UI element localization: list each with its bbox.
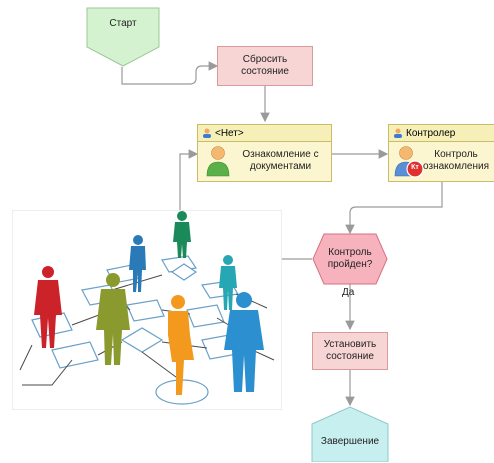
person-blue-large bbox=[224, 292, 264, 392]
controller-badge: Кт bbox=[411, 164, 419, 171]
task-title: Контроль ознакомления bbox=[423, 148, 489, 172]
branch-yes-label: Да bbox=[342, 287, 355, 298]
user-icon bbox=[206, 146, 230, 177]
start-node bbox=[86, 7, 160, 67]
finish-node bbox=[311, 406, 389, 462]
decision-node bbox=[312, 233, 388, 285]
task-header: Контролер bbox=[389, 125, 494, 142]
person-orange bbox=[168, 295, 194, 395]
task-assignee: Контролер bbox=[406, 127, 456, 139]
controller-icon bbox=[394, 146, 424, 178]
reset-state-node: Сбросить состояние bbox=[217, 46, 313, 86]
person-olive bbox=[96, 273, 130, 365]
start-label: Старт bbox=[109, 18, 137, 29]
person-red bbox=[34, 266, 62, 348]
finish-label: Завершение bbox=[320, 436, 380, 447]
connector-start-reset bbox=[121, 61, 219, 85]
task-assignee: <Нет> bbox=[215, 127, 244, 139]
task-review-control: Контролер Кт Контроль ознакомления bbox=[388, 124, 494, 182]
set-state-node: Установить состояние bbox=[312, 332, 388, 370]
decision-label: Контроль пройден? bbox=[327, 247, 373, 270]
task-header: <Нет> bbox=[198, 125, 331, 142]
user-small-icon bbox=[393, 128, 403, 138]
person-teal bbox=[219, 255, 237, 310]
person-green bbox=[173, 211, 191, 258]
person-blue-small bbox=[129, 235, 146, 292]
task-document-review: <Нет> Ознакомление с документами bbox=[197, 124, 332, 182]
user-small-icon bbox=[202, 128, 212, 138]
people-flowchart-illustration bbox=[12, 210, 282, 410]
task-title: Ознакомление с документами bbox=[242, 148, 319, 172]
connector-task2-decision bbox=[345, 182, 443, 235]
